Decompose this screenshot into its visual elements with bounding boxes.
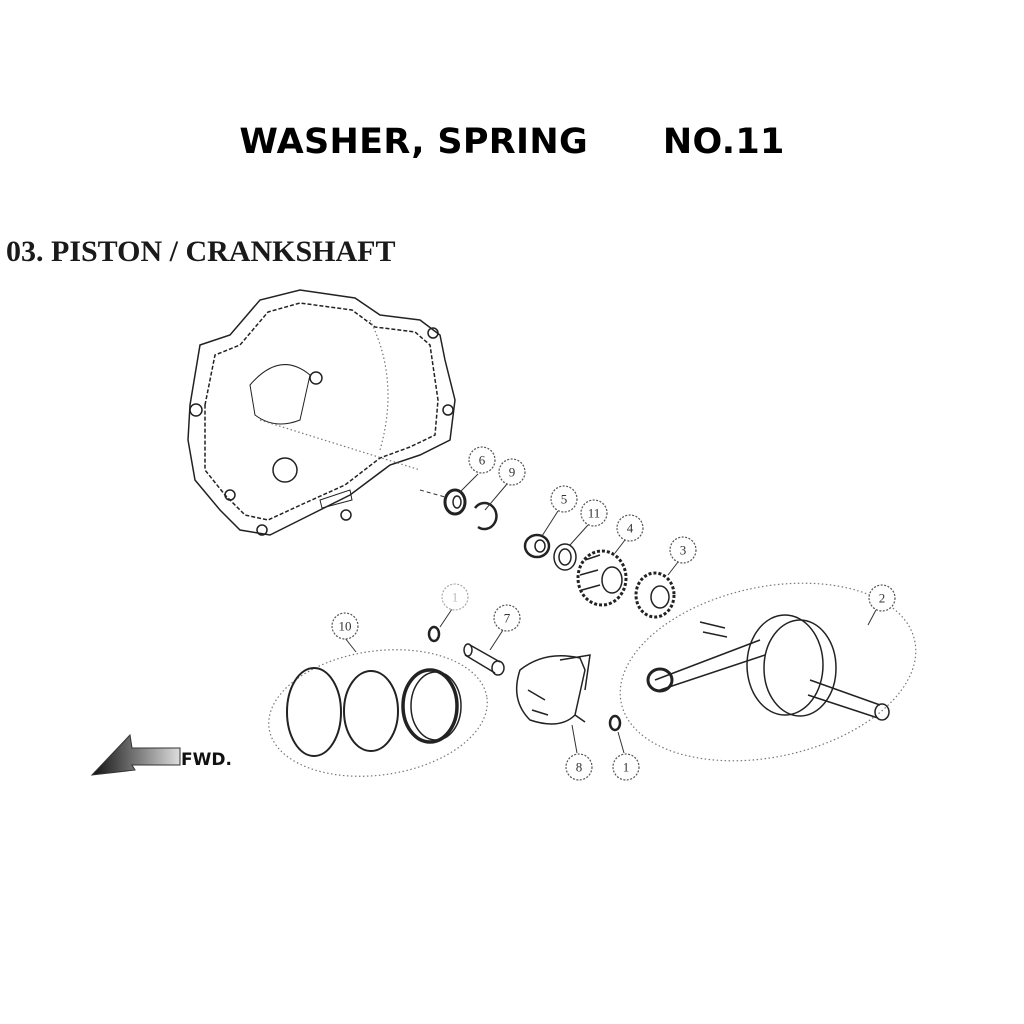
callout-10[interactable]: 10 <box>331 612 359 640</box>
callout-3[interactable]: 3 <box>669 536 697 564</box>
forward-arrow-icon: FWD. <box>90 733 232 776</box>
nut <box>523 533 551 559</box>
callout-5[interactable]: 5 <box>550 485 578 513</box>
piston-pin <box>463 643 505 676</box>
callout-6[interactable]: 6 <box>468 446 496 474</box>
svg-text:1: 1 <box>452 590 459 605</box>
svg-text:11: 11 <box>588 506 601 521</box>
oil-seal <box>443 488 467 516</box>
svg-text:9: 9 <box>509 465 516 480</box>
crankshaft <box>646 614 890 721</box>
callout-1-top[interactable]: 1 <box>441 583 469 611</box>
crankcase-cover <box>187 289 456 536</box>
svg-text:4: 4 <box>627 521 634 536</box>
part-number: NO.11 <box>662 122 785 162</box>
svg-text:10: 10 <box>339 619 352 634</box>
section-title: 03. PISTON / CRANKSHAFT <box>6 235 396 268</box>
callout-1-bottom[interactable]: 1 <box>612 753 640 781</box>
direction-label: FWD. <box>181 750 232 770</box>
piston-rings <box>286 667 462 757</box>
circlip <box>473 501 498 531</box>
svg-text:6: 6 <box>479 453 486 468</box>
piston <box>515 654 591 725</box>
svg-text:3: 3 <box>680 543 687 558</box>
drive-gear <box>576 549 628 607</box>
callout-11[interactable]: 11 <box>580 499 608 527</box>
part-name: WASHER, SPRING <box>239 122 588 162</box>
crankshaft-group-outline <box>619 582 917 762</box>
callout-8[interactable]: 8 <box>565 753 593 781</box>
page-title: WASHER, SPRING NO.11 <box>0 122 1024 162</box>
svg-text:8: 8 <box>576 760 583 775</box>
callout-7[interactable]: 7 <box>493 604 521 632</box>
spring-washer <box>553 543 577 571</box>
svg-text:2: 2 <box>879 591 886 606</box>
piston-ring-set-outline <box>268 649 488 777</box>
clip <box>608 714 622 732</box>
svg-text:5: 5 <box>561 492 568 507</box>
callout-4[interactable]: 4 <box>616 514 644 542</box>
callout-9[interactable]: 9 <box>498 458 526 486</box>
svg-text:7: 7 <box>504 611 511 626</box>
callout-2[interactable]: 2 <box>868 584 896 612</box>
clip <box>427 625 441 643</box>
svg-text:1: 1 <box>623 760 630 775</box>
timing-gear <box>634 571 676 619</box>
